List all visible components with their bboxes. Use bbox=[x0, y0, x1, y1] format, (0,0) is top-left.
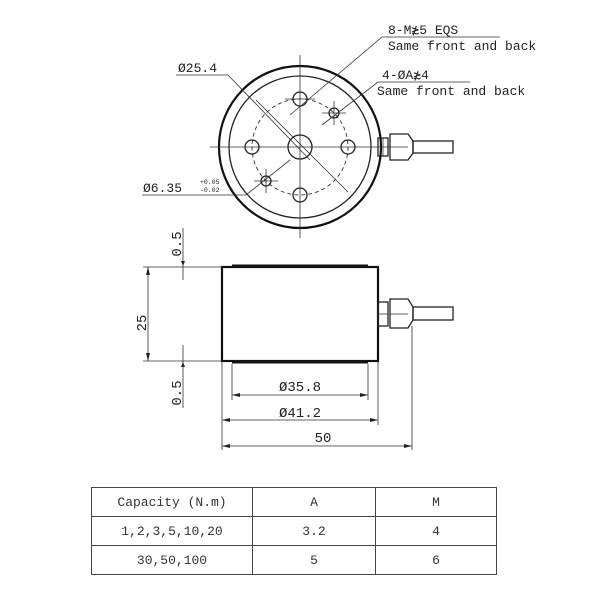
header-capacity: Capacity (N.m) bbox=[91, 487, 253, 517]
cell-capacity: 30,50,100 bbox=[91, 545, 253, 575]
table-row: 1,2,3,5,10,20 3.2 4 bbox=[91, 516, 497, 546]
bolt-circle-dim: Ø25.4 bbox=[178, 61, 217, 76]
top-step-dim: 0.5 bbox=[170, 231, 186, 256]
header-a: A bbox=[252, 487, 376, 517]
length-dim: 50 bbox=[315, 431, 332, 447]
cell-a: 3.2 bbox=[252, 516, 376, 546]
cell-a: 5 bbox=[252, 545, 376, 575]
height-dim: 25 bbox=[135, 315, 151, 332]
capacity-table: Capacity (N.m) A M 1,2,3,5,10,20 3.2 4 3… bbox=[91, 487, 497, 575]
header-m: M bbox=[375, 487, 497, 517]
cell-m: 6 bbox=[375, 545, 497, 575]
flange-dia-dim: Ø35.8 bbox=[279, 380, 321, 396]
body-dia-dim: Ø41.2 bbox=[279, 406, 321, 422]
center-bore bbox=[287, 134, 313, 160]
top-view bbox=[142, 36, 500, 238]
table-row: 30,50,100 5 6 bbox=[91, 545, 497, 575]
callout-a-note: Same front and back bbox=[377, 84, 525, 99]
bottom-step-dim: 0.5 bbox=[170, 380, 186, 405]
tol-upper: +0.05 bbox=[200, 179, 220, 186]
cell-capacity: 1,2,3,5,10,20 bbox=[91, 516, 253, 546]
callout-m-holes: 8-M≵5 EQS bbox=[388, 23, 458, 38]
callout-m-note: Same front and back bbox=[388, 39, 536, 54]
table-header-row: Capacity (N.m) A M bbox=[91, 487, 497, 517]
tol-lower: -0.02 bbox=[200, 187, 220, 194]
body-outline bbox=[220, 265, 380, 363]
cell-m: 4 bbox=[375, 516, 497, 546]
center-bore-dim: Ø6.35 bbox=[143, 181, 182, 196]
callout-a-holes: 4-ØA≵4 bbox=[382, 68, 429, 83]
side-view bbox=[143, 228, 454, 450]
